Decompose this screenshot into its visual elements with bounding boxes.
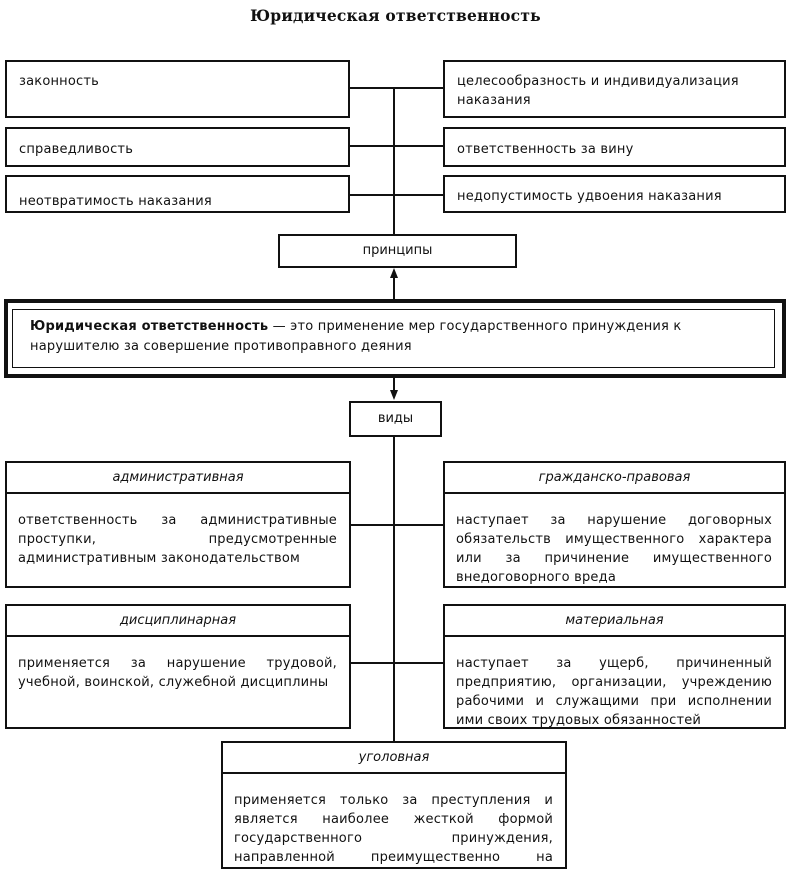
connector-line-types-row-2: [350, 662, 444, 664]
principle-box-justice: справедливость: [5, 127, 350, 167]
types-label-box: виды: [349, 401, 442, 437]
type-description: применяется за нарушение трудовой, учебн…: [18, 656, 337, 690]
principle-label: справедливость: [19, 142, 134, 157]
connector-line-types-row-1: [350, 524, 444, 526]
types-spine-line: [393, 437, 395, 741]
type-description: применяется только за преступления и явл…: [234, 793, 553, 872]
types-label: виды: [377, 411, 414, 426]
type-box-material: материальная наступает за ущерб, причине…: [443, 604, 786, 729]
type-title: административная: [7, 463, 349, 494]
definition-text: Юридическая ответственность — это примен…: [30, 317, 765, 357]
type-title: дисциплинарная: [7, 606, 349, 637]
principle-box-inevitability: неотвратимость наказания: [5, 175, 350, 213]
arrow-to-principles-line: [393, 276, 395, 300]
principles-spine-line: [393, 88, 395, 235]
principle-label: целесообразность и индивидуализация нака…: [457, 74, 739, 108]
connector-line-principle-3: [349, 194, 444, 196]
type-box-administrative: административная ответственность за адми…: [5, 461, 351, 588]
definition-body: — это применение мер государственного пр…: [30, 319, 682, 354]
type-box-disciplinary: дисциплинарная применяется за нарушение …: [5, 604, 351, 729]
definition-inner-frame: [12, 309, 775, 368]
principle-label: ответственность за вину: [457, 142, 634, 157]
principle-label: недопустимость удвоения наказания: [457, 189, 722, 204]
definition-term: Юридическая ответственность: [30, 319, 269, 334]
diagram-title: Юридическая ответственность: [250, 6, 541, 25]
connector-line-principle-1: [349, 87, 444, 89]
principle-label: неотвратимость наказания: [19, 194, 212, 209]
type-description: наступает за ущерб, причиненный предприя…: [456, 656, 772, 728]
principle-box-no-double-punishment: недопустимость удвоения наказания: [443, 175, 786, 213]
type-title: материальная: [445, 606, 784, 637]
principle-box-guilt: ответственность за вину: [443, 127, 786, 167]
type-title: уголовная: [223, 743, 565, 774]
principle-box-expediency: целесообразность и индивидуализация нака…: [443, 60, 786, 118]
principle-label: законность: [19, 74, 100, 89]
arrow-up-icon: [390, 268, 398, 278]
connector-line-principle-2: [349, 145, 444, 147]
type-box-criminal: уголовная применяется только за преступл…: [221, 741, 567, 872]
principle-box-legality: законность: [5, 60, 350, 118]
arrow-down-icon: [390, 390, 398, 400]
type-description: ответственность за административные прос…: [18, 513, 337, 566]
principles-label: принципы: [362, 243, 433, 258]
type-title: гражданско-правовая: [445, 463, 784, 494]
arrow-to-types-line: [393, 378, 395, 391]
principles-label-box: принципы: [278, 234, 517, 268]
type-box-civil: гражданско-правовая наступает за нарушен…: [443, 461, 786, 588]
type-description: наступает за нарушение договорных обязат…: [456, 513, 772, 585]
